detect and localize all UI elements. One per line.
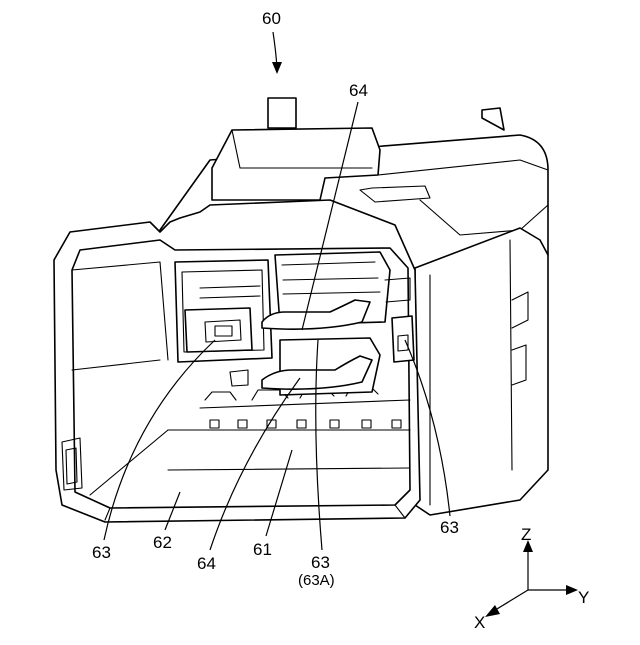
label-63-right: 63 xyxy=(440,518,459,537)
label-63-left: 63 xyxy=(92,543,111,562)
axis-z-label: Z xyxy=(521,525,531,544)
label-64-top: 64 xyxy=(349,81,368,100)
arrowhead-60 xyxy=(272,62,282,74)
label-63A: (63A) xyxy=(298,572,335,589)
label-63-center: 63 xyxy=(311,553,330,572)
axis-x-line xyxy=(492,590,528,612)
lock-left xyxy=(175,260,272,362)
coordinate-axes: Z Y X xyxy=(474,525,589,632)
axis-y-arrow xyxy=(566,585,578,595)
label-62: 62 xyxy=(153,533,172,552)
label-64-bottom: 64 xyxy=(197,554,216,573)
rear-tab-right xyxy=(482,108,504,130)
rear-tab-left xyxy=(268,98,296,128)
housing-right-wall xyxy=(415,228,548,515)
axis-x-label: X xyxy=(474,613,485,632)
axis-y-label: Y xyxy=(578,588,589,607)
label-61: 61 xyxy=(253,540,272,559)
label-60: 60 xyxy=(262,9,281,28)
assembly-callout: 60 xyxy=(262,9,282,74)
lock-left-window xyxy=(185,308,252,352)
axis-x-arrow xyxy=(485,605,500,617)
guide-upper xyxy=(262,252,390,329)
